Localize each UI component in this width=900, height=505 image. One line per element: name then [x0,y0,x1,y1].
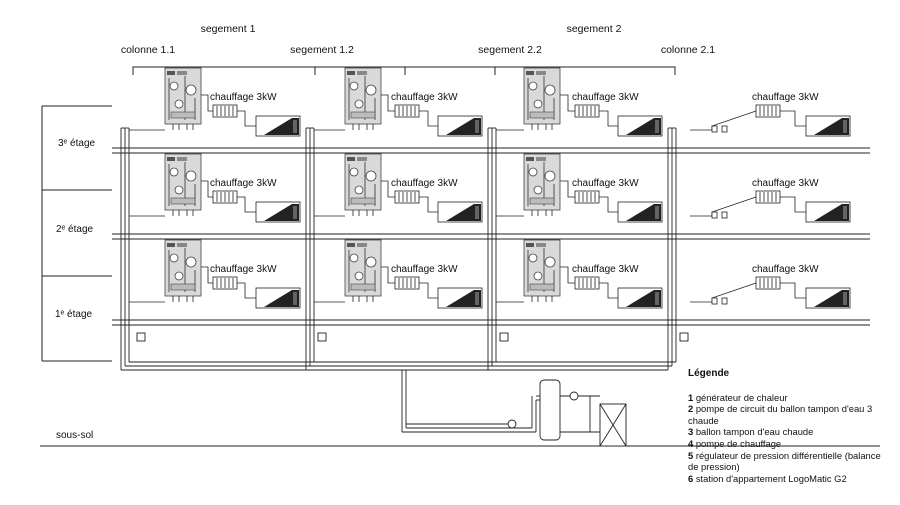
risers [120,127,689,371]
apartment-station-icon [164,67,202,131]
segment-2-label: segement 2 [567,23,622,35]
legend: Légende 1 générateur de chaleur 2 pompe … [688,368,893,484]
column-brackets [132,66,676,75]
legend-item: 4 pompe de chauffage [688,437,782,449]
column-2-2-label: segement 2.2 [478,44,542,56]
legend-item: 1 générateur de chaleur [688,391,788,403]
segment-1-label: segement 1 [201,23,256,35]
floor-slabs [40,147,880,447]
apartment-station-icon [164,153,202,217]
apartment-station-icon [344,67,382,131]
heating-label: chauffage 3kW [752,264,819,275]
pump-icon [569,391,579,401]
buffer-tank-icon [539,379,561,441]
heating-label: chauffage 3kW [391,178,458,189]
legend-item: 3 ballon tampon d'eau chaude [688,426,814,438]
apartment-station-icon [344,153,382,217]
column-2-1-label: colonne 2.1 [661,44,715,56]
basement-label: sous-sol [56,430,93,441]
heating-label: chauffage 3kW [572,92,639,103]
apartment-station-icon [164,239,202,303]
apartment-units [129,67,851,309]
column-1-2-label: segement 1.2 [290,44,354,56]
legend-item: 6 station d'appartement LogoMatic G2 [688,472,847,484]
legend-item: 5 régulateur de pression différentielle … [688,449,881,473]
floor-brace [41,105,112,362]
legend-item: 2 pompe de circuit du ballon tampon d'ea… [688,403,873,426]
apartment-station-icon [523,153,561,217]
floor-1-label: 1ᵉ étage [55,309,93,320]
apartment-station-icon [523,67,561,131]
heating-labels: chauffage 3kW chauffage 3kW chauffage 3k… [210,92,819,275]
column-1-1-label: colonne 1.1 [121,44,175,56]
legend-title: Légende [688,368,730,379]
pump-icon [507,419,517,429]
heating-label: chauffage 3kW [391,92,458,103]
heating-label: chauffage 3kW [210,178,277,189]
apartment-station-icon [344,239,382,303]
heating-label: chauffage 3kW [210,264,277,275]
basement-plant [401,370,627,447]
heating-label: chauffage 3kW [391,264,458,275]
heating-label: chauffage 3kW [752,92,819,103]
heating-label: chauffage 3kW [752,178,819,189]
floor-2-label: 2ᵉ étage [56,224,94,235]
heating-label: chauffage 3kW [210,92,277,103]
heating-label: chauffage 3kW [572,178,639,189]
heating-label: chauffage 3kW [572,264,639,275]
floor-3-label: 3ᵉ étage [58,138,96,149]
apartment-station-icon [523,239,561,303]
